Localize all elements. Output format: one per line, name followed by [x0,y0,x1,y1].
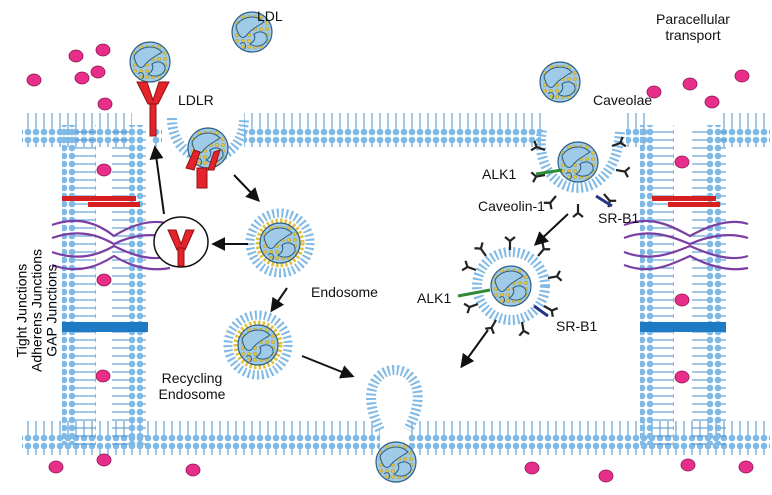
right-cell-junction-membranes [640,125,726,445]
ldl-label: LDL [257,8,283,24]
clathrin-coated-pit [167,117,249,189]
recycling-endosome-label: Recycling Endosome [152,370,232,402]
paracellular-line2: transport [665,27,721,43]
adherens-junction-left [51,219,171,271]
endosome [250,213,310,273]
apical-membrane [22,113,770,147]
tight-junctions-label: Tight Junctions [13,263,30,358]
paracellular-line1: Paracellular [656,11,730,27]
recycling-line2: Endosome [158,386,226,402]
transport-arrows [149,145,569,379]
tight-junction-left [62,196,140,207]
gap-junctions-label: GAP Junctions [43,264,60,357]
caveolar-vesicle [457,235,563,337]
adherens-junction-right [623,219,749,271]
alk1-label-bottom: ALK1 [417,290,452,306]
gap-junction-left [62,322,148,332]
caveolae-top [529,129,631,219]
ldlr-label: LDLR [178,92,214,108]
tight-junction-right [652,196,720,207]
recycling-endosome [228,315,288,375]
sr-b1-label-top: SR-B1 [598,210,640,226]
recycling-line1: Recycling [161,370,223,386]
ldl-particle-caveolae [539,61,581,103]
endosome-label: Endosome [311,284,378,300]
ldl-particle-ldlr [129,41,171,83]
ldlr-receptor-surface [136,81,170,137]
pink-particles [26,43,754,483]
paracellular-label: Paracellular transport [650,11,736,43]
caveolae-label: Caveolae [593,92,653,108]
adherens-junctions-label: Adherens Junctions [28,249,45,372]
sr-b1-label-bottom: SR-B1 [556,318,598,334]
gap-junction-right [640,322,726,332]
left-cell-junction-membranes [62,125,146,445]
junction-labels: Tight Junctions Adherens Junctions GAP J… [13,236,60,386]
recycled-ldlr [153,216,209,268]
caveolin-1-label: Caveolin-1 [478,198,545,214]
alk1-label-top: ALK1 [482,166,517,182]
exocytic-pit [366,365,423,483]
